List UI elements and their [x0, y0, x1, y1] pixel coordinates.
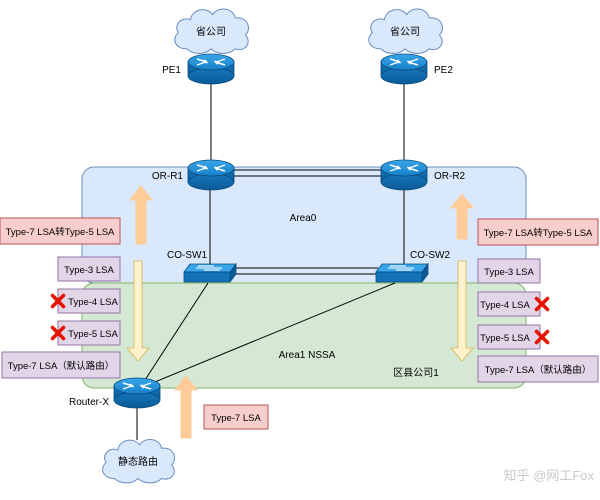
link-co-sw2-router-x [149, 282, 396, 385]
up-arrow-icon [173, 375, 199, 439]
cloud-label-left: 省公司 [196, 25, 226, 38]
right-label-t7-to-t5-text: Type-7 LSA转Type-5 LSA [484, 227, 593, 239]
left-label-t7-to-t5 [0, 217, 121, 245]
right-label-t4-text: Type-4 LSA [480, 300, 530, 311]
down-arrow-icon [450, 260, 474, 362]
links [136, 80, 405, 440]
switch-icon[interactable] [183, 263, 237, 283]
right-label-t7-to-t5 [477, 218, 599, 246]
device-label-router-x: Router-X [69, 397, 109, 408]
watermark: 知乎 @网工Fox [504, 468, 595, 483]
area1-label: Area1 NSSA [279, 350, 336, 361]
branch-label: 区县公司1 [393, 367, 439, 379]
down-arrow-icon [126, 260, 150, 362]
link-co-sw1-router-x [144, 282, 209, 381]
device-label-co-sw2: CO-SW2 [410, 250, 450, 261]
device-label-pe2: PE2 [434, 65, 453, 76]
left-label-t3-text: Type-3 LSA [64, 265, 114, 276]
right-label-t7-default [477, 355, 599, 383]
up-arrow-icon [449, 193, 475, 240]
left-label-t4 [57, 288, 121, 314]
area0-label: Area0 [290, 213, 317, 224]
switch-icon[interactable] [375, 263, 429, 283]
cloud-label-right: 省公司 [390, 25, 420, 38]
right-label-t5 [477, 324, 541, 350]
right-label-t3 [477, 258, 541, 284]
right-label-t3-text: Type-3 LSA [484, 267, 534, 278]
bottom-label-t7-text: Type-7 LSA [211, 413, 261, 424]
router-icon[interactable] [113, 377, 161, 409]
up-arrow-icon [128, 185, 154, 245]
device-label-co-sw1: CO-SW1 [167, 250, 207, 261]
cloud-label-bottom: 静态路由 [118, 455, 158, 468]
right-label-t4 [477, 291, 541, 317]
device-label-or-r2: OR-R2 [434, 171, 466, 182]
left-label-t3 [57, 256, 121, 282]
right-label-t5-text: Type-5 LSA [480, 333, 530, 344]
bottom-label-t7 [203, 404, 269, 430]
router-icon[interactable] [380, 53, 428, 85]
router-icon[interactable] [187, 53, 235, 85]
left-label-t7-to-t5-text: Type-7 LSA转Type-5 LSA [6, 226, 115, 238]
router-icon[interactable] [187, 159, 235, 191]
router-icon[interactable] [380, 159, 428, 191]
left-label-t5-text: Type-5 LSA [68, 329, 118, 340]
left-label-t7-default-text: Type-7 LSA（默认路由） [8, 360, 115, 372]
right-label-t7-default-text: Type-7 LSA（默认路由） [485, 364, 592, 376]
device-label-or-r1: OR-R1 [152, 171, 184, 182]
left-label-t4-text: Type-4 LSA [68, 297, 118, 308]
left-label-t7-default [1, 351, 121, 379]
device-label-pe1: PE1 [162, 65, 181, 76]
